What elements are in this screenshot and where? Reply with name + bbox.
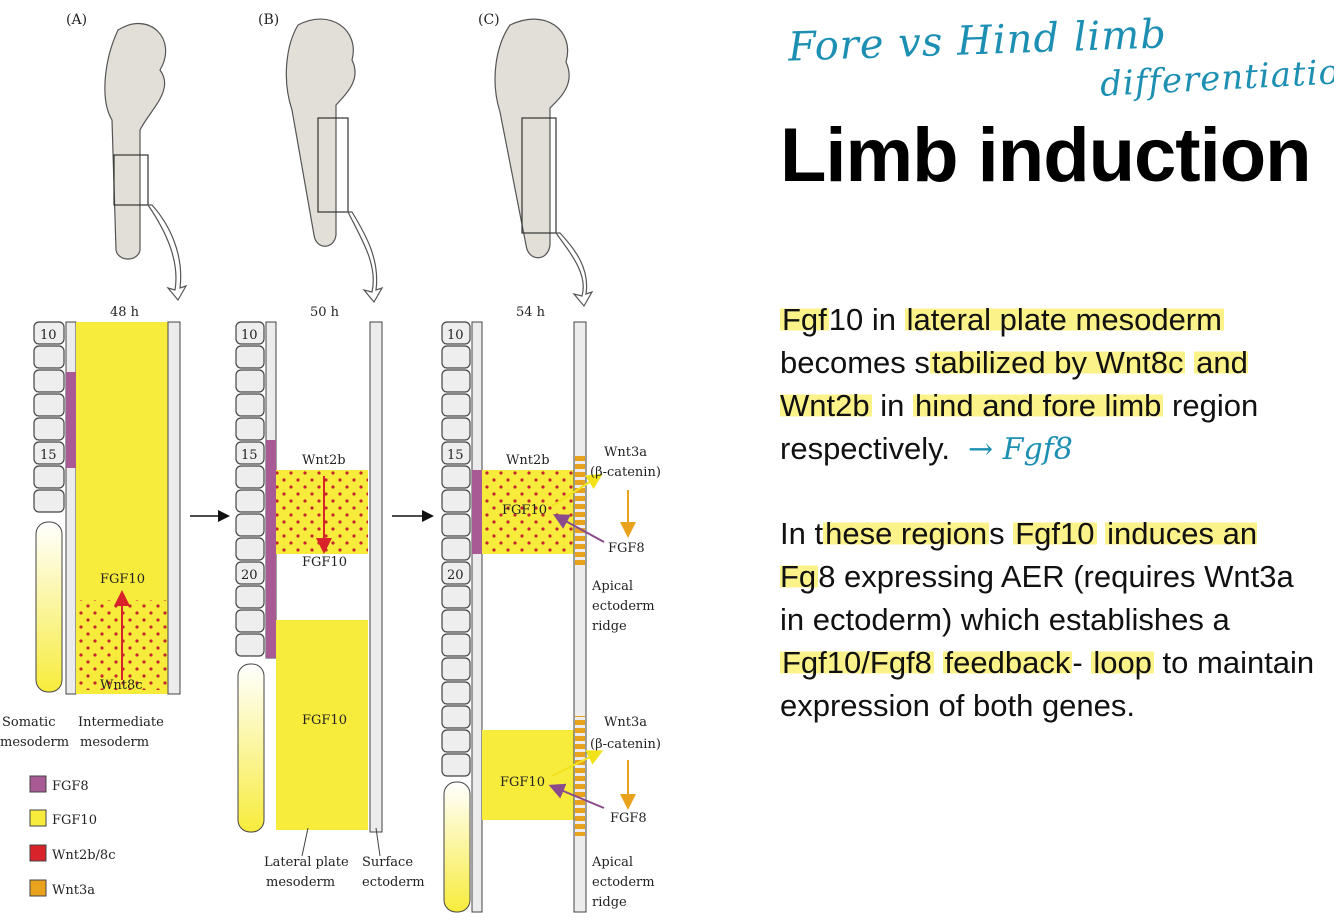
label-intermediate-mesoderm: mesoderm [80, 735, 149, 750]
text: 10 in [828, 302, 905, 337]
label-surface-ectoderm: ectoderm [362, 875, 425, 890]
somite-10-b: 10 [241, 328, 258, 343]
handwritten-fgf8-annotation: → Fgf8 [968, 432, 1073, 467]
somite-15-c: 15 [447, 448, 464, 463]
somite-15-b: 15 [241, 448, 258, 463]
label-ridge-c-top: ridge [592, 619, 627, 634]
handwritten-note-line2: differentiation [1099, 51, 1334, 105]
limb-induction-figure: (A) (B) (C) 48 h 50 h 54 h 10 15 [0, 12, 661, 913]
label-ridge-c-bottom: ridge [592, 895, 627, 910]
label-somatic-mesoderm: mesoderm [0, 735, 69, 750]
somite-10-a: 10 [40, 328, 57, 343]
text: region respectively. [780, 388, 1259, 466]
highlight: loop [1091, 645, 1154, 680]
highlight: feedback [942, 645, 1073, 680]
highlight: Fgf10 [1013, 516, 1097, 551]
somite-15-a: 15 [40, 448, 57, 463]
panel-label-c: (C) [478, 12, 500, 28]
legend-swatch-wnt [29, 844, 47, 862]
legend-label-fgf8: FGF8 [52, 779, 89, 794]
label-fgf10-b-top: FGF10 [302, 555, 347, 570]
label-fgf8-c-bottom: FGF8 [610, 811, 647, 826]
label-fgf10-b-bottom: FGF10 [302, 713, 347, 728]
highlight: Fgf10/Fgf8 [780, 645, 934, 680]
label-beta-catenin-c-top: (β-catenin) [590, 465, 661, 480]
label-wnt8c-a: Wnt8c [100, 678, 143, 693]
time-48h: 48 h [110, 305, 140, 320]
label-lateral-plate: Lateral plate [264, 855, 349, 870]
label-surface: Surface [362, 855, 413, 870]
text [934, 645, 943, 680]
label-beta-catenin-c-bottom: (β-catenin) [590, 737, 661, 752]
label-wnt2b-b: Wnt2b [302, 453, 346, 468]
embryo-a [104, 23, 188, 302]
highlight: hese region [823, 516, 990, 551]
panel-label-a: (A) [66, 12, 87, 28]
label-fgf8-c-top: FGF8 [608, 541, 645, 556]
time-54h: 54 h [516, 305, 546, 320]
somite-20-c: 20 [447, 568, 464, 583]
embryo-c [494, 18, 594, 308]
panel-label-b: (B) [258, 12, 279, 28]
highlight: tabilized by Wnt8c [929, 345, 1186, 380]
label-lateral-mesoderm: mesoderm [266, 875, 335, 890]
panel-b-schematic [235, 321, 383, 857]
somite-10-c: 10 [447, 328, 464, 343]
paragraph-1: Fgf10 in lateral plate mesoderm becomes … [780, 298, 1320, 471]
label-fgf10-c-top: FGF10 [502, 503, 547, 518]
text: - [1072, 645, 1092, 680]
slide-title: Limb induction [780, 113, 1312, 198]
legend: FGF8 FGF10 Wnt2b/8c Wnt3a [29, 775, 115, 898]
label-apical-c-bottom: Apical [591, 855, 633, 870]
label-intermediate: Intermediate [78, 715, 164, 730]
label-wnt2b-c: Wnt2b [506, 453, 550, 468]
label-fgf10-c-bottom: FGF10 [500, 775, 545, 790]
panel-c-schematic [441, 321, 636, 913]
label-wnt3a-c-bottom: Wnt3a [604, 715, 647, 730]
somite-20-b: 20 [241, 568, 258, 583]
text: s [989, 516, 1014, 551]
text: In t [780, 516, 824, 551]
time-50h: 50 h [310, 305, 340, 320]
label-fgf10-a: FGF10 [100, 572, 145, 587]
text: to maintain expression of both genes. [780, 645, 1315, 723]
label-wnt3a-c-top: Wnt3a [604, 445, 647, 460]
text: 8 expressing AER (requires Wnt3a in ecto… [780, 559, 1294, 637]
legend-label-wnt: Wnt2b/8c [52, 848, 115, 863]
label-ectoderm-c-top: ectoderm [592, 599, 655, 614]
handwritten-note-line1: Fore vs Hind limb [787, 11, 1168, 71]
label-ectoderm-c-bottom: ectoderm [592, 875, 655, 890]
embryo-b [285, 18, 384, 304]
panel-a-schematic [33, 321, 181, 695]
legend-swatch-fgf10 [29, 809, 47, 827]
label-apical-c-top: Apical [591, 579, 633, 594]
legend-swatch-fgf8 [29, 775, 47, 793]
highlight: hind and fore limb [912, 388, 1164, 423]
legend-label-fgf10: FGF10 [52, 813, 97, 828]
label-somatic: Somatic [2, 715, 55, 730]
legend-label-wnt3a: Wnt3a [52, 883, 95, 898]
legend-swatch-wnt3a [29, 879, 47, 897]
highlight: Fgf [780, 302, 829, 337]
highlight: lateral plate mesoderm [904, 302, 1224, 337]
text [1097, 516, 1106, 551]
text: becomes s [780, 345, 930, 380]
text [1185, 345, 1194, 380]
text: in [871, 388, 913, 423]
paragraph-2: In these regions Fgf10 induces an Fg8 ex… [780, 512, 1320, 727]
